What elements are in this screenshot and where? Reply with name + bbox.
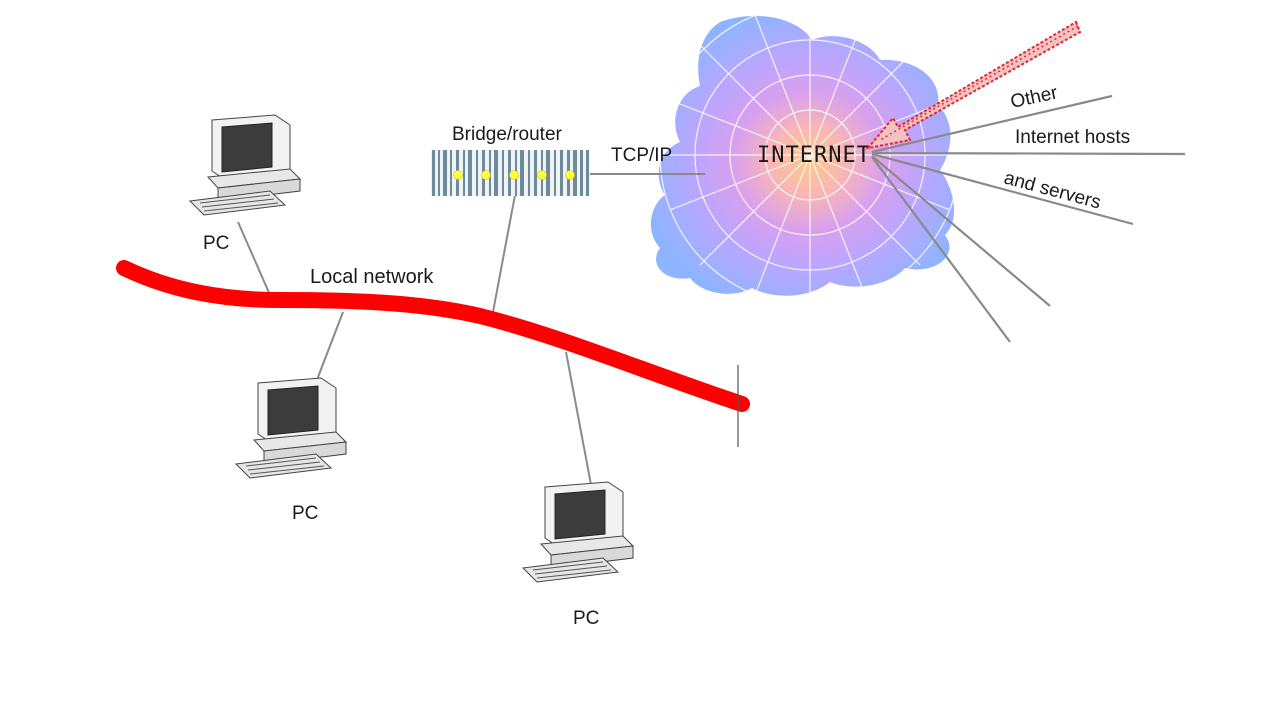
pc-3: PC [521, 481, 635, 629]
other-hosts-label-line3: and servers [1002, 168, 1103, 214]
pc-1: PC [188, 114, 302, 254]
router-leds [453, 170, 575, 180]
pc3-to-lan-link [565, 351, 593, 491]
local-network-label: Local network [310, 266, 434, 288]
bridge-router: Bridge/router [431, 124, 589, 196]
connections [237, 173, 705, 491]
pc1-to-lan-link [237, 221, 271, 296]
pc-label: PC [573, 608, 599, 629]
incoming-arrow [865, 20, 1082, 150]
tcp-ip-label: TCP/IP [611, 145, 672, 166]
pc-icon [521, 481, 635, 583]
router-to-lan-link [492, 194, 516, 313]
internet-host-lines [871, 94, 1186, 343]
other-hosts-label-line1: Other [1009, 82, 1061, 113]
pc-icon [234, 377, 348, 479]
local-network-cable [116, 260, 750, 412]
pc-label: PC [203, 233, 229, 254]
pc-2: PC [234, 377, 348, 524]
internet-cloud: INTERNET [650, 15, 955, 296]
other-hosts-label-line2: Internet hosts [1015, 127, 1130, 148]
internet-label: INTERNET [757, 143, 871, 168]
pc-label: PC [292, 503, 318, 524]
bridge-router-label: Bridge/router [452, 124, 563, 145]
pc-icon [188, 114, 302, 216]
pc2-to-lan-link [314, 311, 344, 386]
